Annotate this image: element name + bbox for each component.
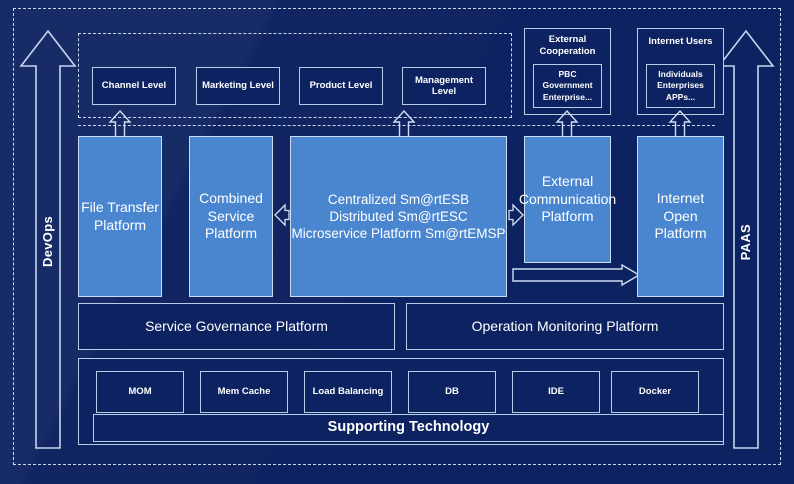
level-label: Product Level	[309, 80, 373, 92]
supporting-technology-bar[interactable]: Supporting Technology	[93, 414, 724, 442]
platform-internet-open[interactable]: Internet Open Platform	[637, 136, 724, 297]
paas-rail: PAAS	[716, 28, 776, 453]
tech-label: MOM	[128, 386, 152, 398]
tech-box-load-balancing[interactable]: Load Balancing	[304, 371, 392, 413]
internet-users-inner: Individuals Enterprises APPs...	[646, 64, 715, 108]
tech-box-docker[interactable]: Docker	[611, 371, 699, 413]
level-box-product[interactable]: Product Level	[299, 67, 383, 105]
internet-users-group[interactable]: Internet Users Individuals Enterprises A…	[637, 28, 724, 115]
platform-combined-service[interactable]: Combined Service Platform	[189, 136, 273, 297]
platform-line-distributed: Distributed Sm@rtESC	[329, 208, 468, 224]
tech-label: IDE	[548, 386, 564, 398]
tech-box-ide[interactable]: IDE	[512, 371, 600, 413]
layer-separator	[78, 125, 715, 126]
platform-line-centralized: Centralized Sm@rtESB	[327, 191, 470, 207]
operation-monitoring-platform[interactable]: Operation Monitoring Platform	[406, 303, 724, 350]
external-cooperation-title: External Cooperation	[539, 34, 596, 57]
level-box-channel[interactable]: Channel Level	[92, 67, 176, 105]
up-arrow-icon	[19, 29, 77, 449]
connector-centralized-to-external-comm	[508, 202, 524, 228]
connector-file-transfer-up	[108, 109, 132, 138]
left-arrow-icon	[274, 203, 290, 227]
up-arrow-icon	[555, 109, 579, 138]
platform-label: Combined Service Platform	[199, 189, 263, 242]
tech-box-mom[interactable]: MOM	[96, 371, 184, 413]
level-box-marketing[interactable]: Marketing Level	[196, 67, 280, 105]
paas-label: PAAS	[738, 224, 753, 261]
service-governance-platform[interactable]: Service Governance Platform	[78, 303, 395, 350]
up-arrow-icon	[392, 109, 416, 138]
connector-centralized-up	[392, 109, 416, 138]
supporting-technology-label: Supporting Technology	[327, 419, 490, 436]
connector-external-comm-up	[555, 109, 579, 138]
devops-label: DevOps	[40, 216, 55, 267]
outer-boundary	[13, 8, 781, 465]
internet-users-inner-label: Individuals Enterprises APPs...	[657, 69, 704, 102]
platform-line-microservice: Microservice Platform Sm@rtEMSP	[291, 226, 506, 242]
external-cooperation-inner: PBC Government Enterprise...	[533, 64, 602, 108]
platform-external-communication[interactable]: External Communication Platform	[519, 136, 616, 263]
tech-label: DB	[445, 386, 459, 398]
business-levels-group	[78, 33, 512, 118]
level-label: Marketing Level	[202, 80, 274, 92]
up-arrow-icon	[108, 109, 132, 138]
platform-label: External Communication Platform	[518, 172, 617, 225]
tech-label: Load Balancing	[312, 386, 384, 398]
external-cooperation-group[interactable]: External Cooperation PBC Government Ente…	[524, 28, 611, 115]
platform-esb-suite[interactable]: Centralized Sm@rtESB Distributed Sm@rtES…	[290, 136, 507, 297]
external-cooperation-inner-label: PBC Government Enterprise...	[542, 69, 593, 102]
tech-box-mem-cache[interactable]: Mem Cache	[200, 371, 288, 413]
tech-label: Mem Cache	[217, 386, 271, 398]
connector-internet-open-up	[668, 109, 692, 138]
governance-label: Operation Monitoring Platform	[471, 318, 659, 335]
right-arrow-icon	[508, 203, 524, 227]
level-box-management[interactable]: Management Level	[402, 67, 486, 105]
platform-file-transfer[interactable]: File Transfer Platform	[78, 136, 162, 297]
tech-label: Docker	[638, 386, 672, 398]
internet-users-title: Internet Users	[648, 36, 713, 47]
platform-label: File Transfer Platform	[81, 198, 159, 233]
up-arrow-icon	[668, 109, 692, 138]
connector-combined-to-centralized	[274, 202, 290, 228]
level-label: Channel Level	[101, 80, 167, 92]
governance-label: Service Governance Platform	[145, 318, 328, 335]
connector-external-comm-to-internet-open	[512, 263, 641, 287]
right-arrow-icon	[512, 263, 641, 287]
devops-rail: DevOps	[18, 28, 78, 453]
level-label: Management Level	[414, 74, 474, 97]
tech-box-db[interactable]: DB	[408, 371, 496, 413]
platform-label: Internet Open Platform	[654, 189, 707, 242]
